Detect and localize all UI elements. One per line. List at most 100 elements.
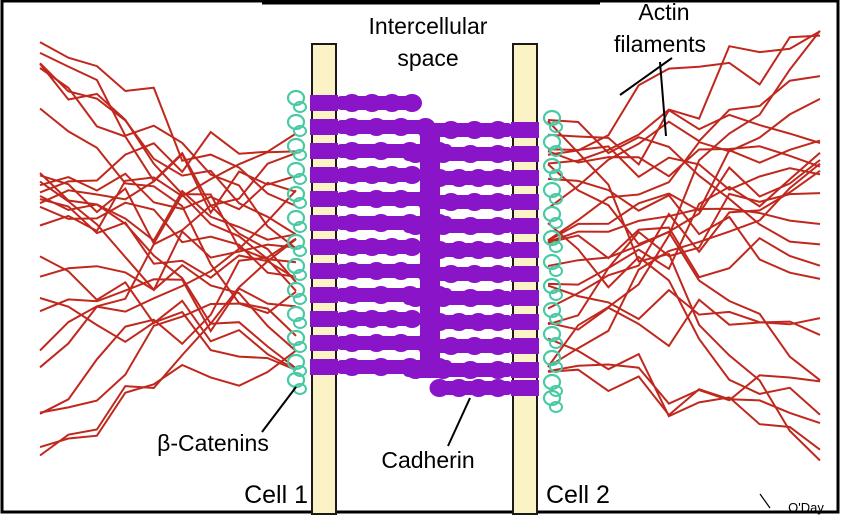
beta-catenins-label: β-Catenins <box>157 430 269 456</box>
cadherin-domain <box>342 358 362 376</box>
cadherin-domain <box>441 193 461 211</box>
cadherin-domain <box>469 379 489 397</box>
cadherin-domain <box>402 166 422 184</box>
cadherin-domain <box>342 214 362 232</box>
cadherin-knob-cell1 <box>310 287 338 303</box>
cadherin-knob-cell1 <box>310 263 338 279</box>
cadherin-knob-cell1 <box>310 95 338 111</box>
cadherin-domain <box>342 262 362 280</box>
cadherin-domain <box>488 313 508 331</box>
cadherin-domain <box>465 265 485 283</box>
cadherin-domain <box>382 166 402 184</box>
cadherin-knob-cell2 <box>511 218 539 234</box>
cadherin-knob-cell2 <box>511 314 539 330</box>
cadherin-domain <box>342 334 362 352</box>
cadherin-domain <box>488 121 508 139</box>
cadherin-domain <box>465 121 485 139</box>
cadherin-domain <box>469 313 489 331</box>
cadherin-knob-cell1 <box>310 311 338 327</box>
cadherin-domain <box>441 121 461 139</box>
cadherin-knob-cell2 <box>511 170 539 186</box>
cadherin-domain <box>488 217 508 235</box>
cadherin-domain <box>371 286 391 304</box>
cadherin-domain <box>342 118 362 136</box>
cadherin-domain <box>402 310 422 328</box>
cadherin-domain <box>469 241 489 259</box>
cadherin-domain <box>461 289 481 307</box>
cadherin-domain <box>382 94 402 112</box>
cell1-label: Cell 1 <box>244 481 308 509</box>
cadherin-domain <box>488 193 508 211</box>
cadherin-knob-cell1 <box>310 359 338 375</box>
actin-filaments-label-line1: Actin <box>638 0 689 25</box>
cadherin-domain <box>488 289 508 307</box>
cadherin-overlap <box>420 128 440 378</box>
signature-label: O'Day <box>788 500 824 515</box>
cadherin-knob-cell2 <box>511 242 539 258</box>
cadherin-domain <box>362 238 382 256</box>
cadherin-domain <box>342 190 362 208</box>
cadherin-domain <box>441 337 461 355</box>
cadherin-domain <box>367 262 387 280</box>
cadherin-knob-cell1 <box>310 167 338 183</box>
cadherin-knob-cell1 <box>310 119 338 135</box>
cadherin-domain <box>402 238 422 256</box>
cadherin-knob-cell1 <box>310 239 338 255</box>
cadherin-domain <box>461 361 481 379</box>
cadherin-knob-cell1 <box>310 215 338 231</box>
cadherin-knob-cell2 <box>511 290 539 306</box>
cadherin-domain <box>367 190 387 208</box>
cadherin-knob-cell2 <box>511 122 539 138</box>
cadherin-domain <box>391 262 411 280</box>
cadherin-domain <box>342 94 362 112</box>
cadherin-domain <box>488 361 508 379</box>
cadherin-domain <box>342 142 362 160</box>
cadherin-domain <box>461 217 481 235</box>
cadherin-domain <box>488 169 508 187</box>
cadherin-domain <box>402 94 422 112</box>
cadherin-knob-cell2 <box>511 266 539 282</box>
cadherin-domain <box>461 145 481 163</box>
cadherin-knob-cell2 <box>511 380 539 396</box>
cadherin-domain <box>367 334 387 352</box>
cadherin-domain <box>371 358 391 376</box>
cadherin-domain <box>362 310 382 328</box>
cadherin-label: Cadherin <box>381 447 474 473</box>
cadherin-domain <box>449 169 469 187</box>
cadherin-domain <box>488 265 508 283</box>
cadherin-knob-cell1 <box>310 143 338 159</box>
cadherin-domain <box>371 142 391 160</box>
actin-filaments-label-line2: filaments <box>614 31 706 57</box>
cadherin-domain <box>391 118 411 136</box>
cadherin-domain <box>488 145 508 163</box>
cadherin-domain <box>449 313 469 331</box>
cadherin-domain <box>391 190 411 208</box>
cadherin-domain <box>342 310 362 328</box>
cadherin-domain <box>430 379 450 397</box>
cadherin-domain <box>488 241 508 259</box>
cadherin-domain <box>342 286 362 304</box>
cadherin-knob-cell1 <box>310 191 338 207</box>
cadherin-domain <box>371 214 391 232</box>
cadherin-knob-cell2 <box>511 194 539 210</box>
cadherin-domain <box>362 94 382 112</box>
cadherin-domain <box>469 169 489 187</box>
cadherin-knob-cell2 <box>511 338 539 354</box>
intercellular-space-label-line2: space <box>397 45 458 71</box>
cadherin-domain <box>367 118 387 136</box>
cadherin-domain <box>382 310 402 328</box>
cadherin-domain <box>391 334 411 352</box>
cell2-label: Cell 2 <box>546 481 610 509</box>
cadherin-domain <box>342 166 362 184</box>
cadherin-domain <box>342 238 362 256</box>
cadherin-knob-cell1 <box>310 335 338 351</box>
cadherin-domain <box>382 238 402 256</box>
cadherin-knob-cell2 <box>511 146 539 162</box>
cadherin-domain <box>441 265 461 283</box>
cadherin-domain <box>362 166 382 184</box>
cadherin-domain <box>449 241 469 259</box>
cadherin-domain <box>488 337 508 355</box>
intercellular-space-label-line1: Intercellular <box>369 13 488 39</box>
cadherin-domain <box>465 193 485 211</box>
